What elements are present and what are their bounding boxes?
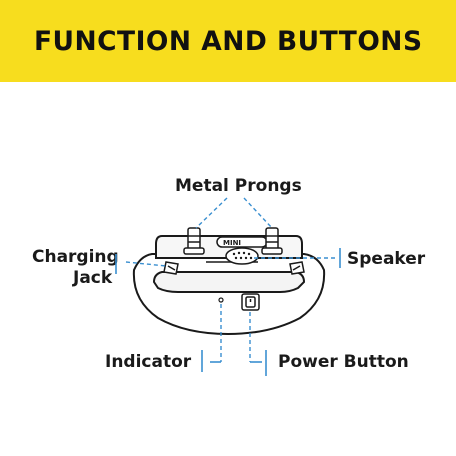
power-button [241, 293, 260, 311]
charging-jack [163, 261, 179, 275]
label-charging-line2: Jack [73, 268, 113, 288]
page-title: FUNCTION AND BUTTONS [33, 25, 423, 57]
metal-prong-right [261, 227, 283, 255]
device-badge: MINI [223, 239, 241, 247]
label-indicator: Indicator [105, 352, 192, 372]
label-charging-line1: Charging [32, 247, 119, 267]
speaker-grille [225, 247, 259, 265]
label-metal-prongs: Metal Prongs [175, 176, 302, 196]
metal-prong-left [183, 227, 205, 255]
label-speaker: Speaker [347, 249, 426, 269]
header-banner: FUNCTION AND BUTTONS [0, 0, 456, 82]
leader-ticks [115, 248, 341, 376]
leader-lines [125, 197, 336, 362]
label-power-button: Power Button [278, 352, 409, 372]
indicator-light [218, 297, 224, 303]
side-screw-right [289, 261, 305, 275]
